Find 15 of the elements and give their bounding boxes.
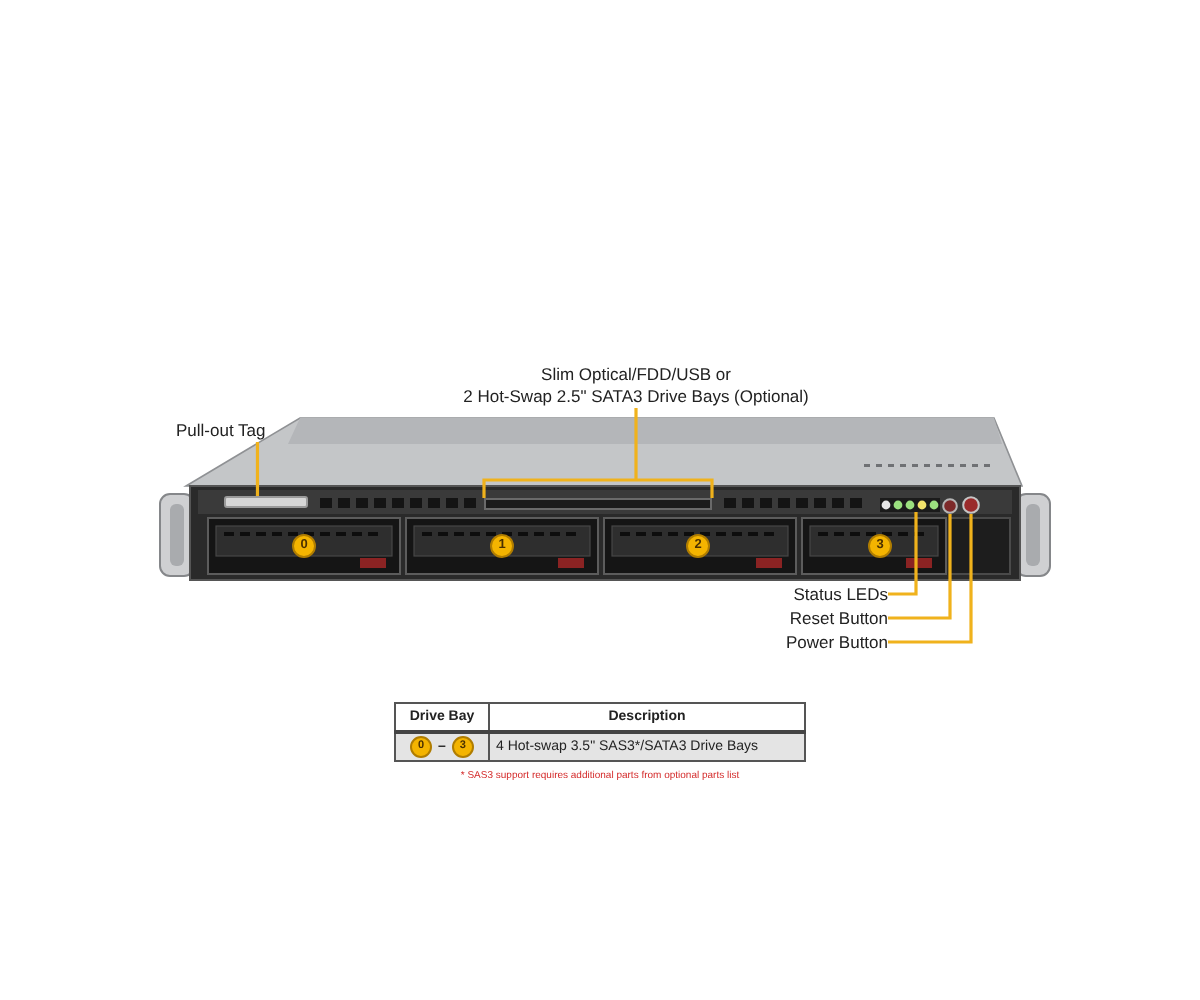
leader-line <box>482 406 714 500</box>
power-button <box>962 496 980 514</box>
drive-bay-slot <box>484 498 712 510</box>
callout-label: Pull-out Tag <box>176 420 266 442</box>
callout-label: Status LEDs <box>793 583 888 605</box>
leader-line <box>255 442 260 496</box>
status-led-row <box>880 498 940 512</box>
pull-out-tag <box>224 496 308 508</box>
leader-line <box>888 514 973 644</box>
reset-button <box>942 498 958 514</box>
leader-line <box>888 514 952 620</box>
callout-label: Slim Optical/FDD/USB or 2 Hot-Swap 2.5" SATA3 Drive Bays (Optional) <box>463 364 809 408</box>
callout-label: Reset Button <box>789 607 888 629</box>
leader-line <box>888 512 918 596</box>
callout-label: Power Button <box>785 631 888 653</box>
